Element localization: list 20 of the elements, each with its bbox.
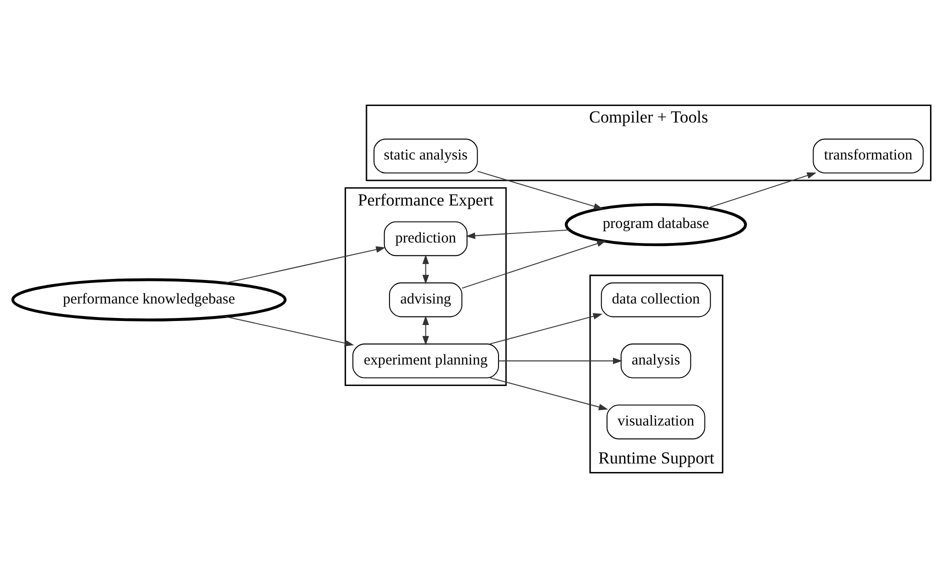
arrow	[498, 358, 622, 364]
arrow	[466, 229, 570, 240]
arrow	[422, 316, 429, 346]
arrow	[462, 240, 606, 289]
arrow	[224, 246, 386, 284]
arrow	[706, 172, 816, 209]
node-box: static analysis	[374, 138, 478, 174]
node-ellipse: performance knowledgebase	[11, 278, 287, 322]
arrow	[422, 254, 429, 284]
arrow	[224, 316, 354, 346]
node-box: visualization	[606, 404, 706, 440]
node-box: transformation	[812, 138, 924, 174]
node-box: analysis	[620, 344, 692, 378]
node-box: data collection	[600, 282, 711, 318]
node-box: advising	[389, 282, 462, 318]
node-box: experiment planning	[352, 344, 499, 378]
arrow	[477, 170, 604, 210]
arrow	[489, 313, 603, 344]
arrow	[489, 377, 608, 410]
node-box: prediction	[384, 221, 468, 256]
